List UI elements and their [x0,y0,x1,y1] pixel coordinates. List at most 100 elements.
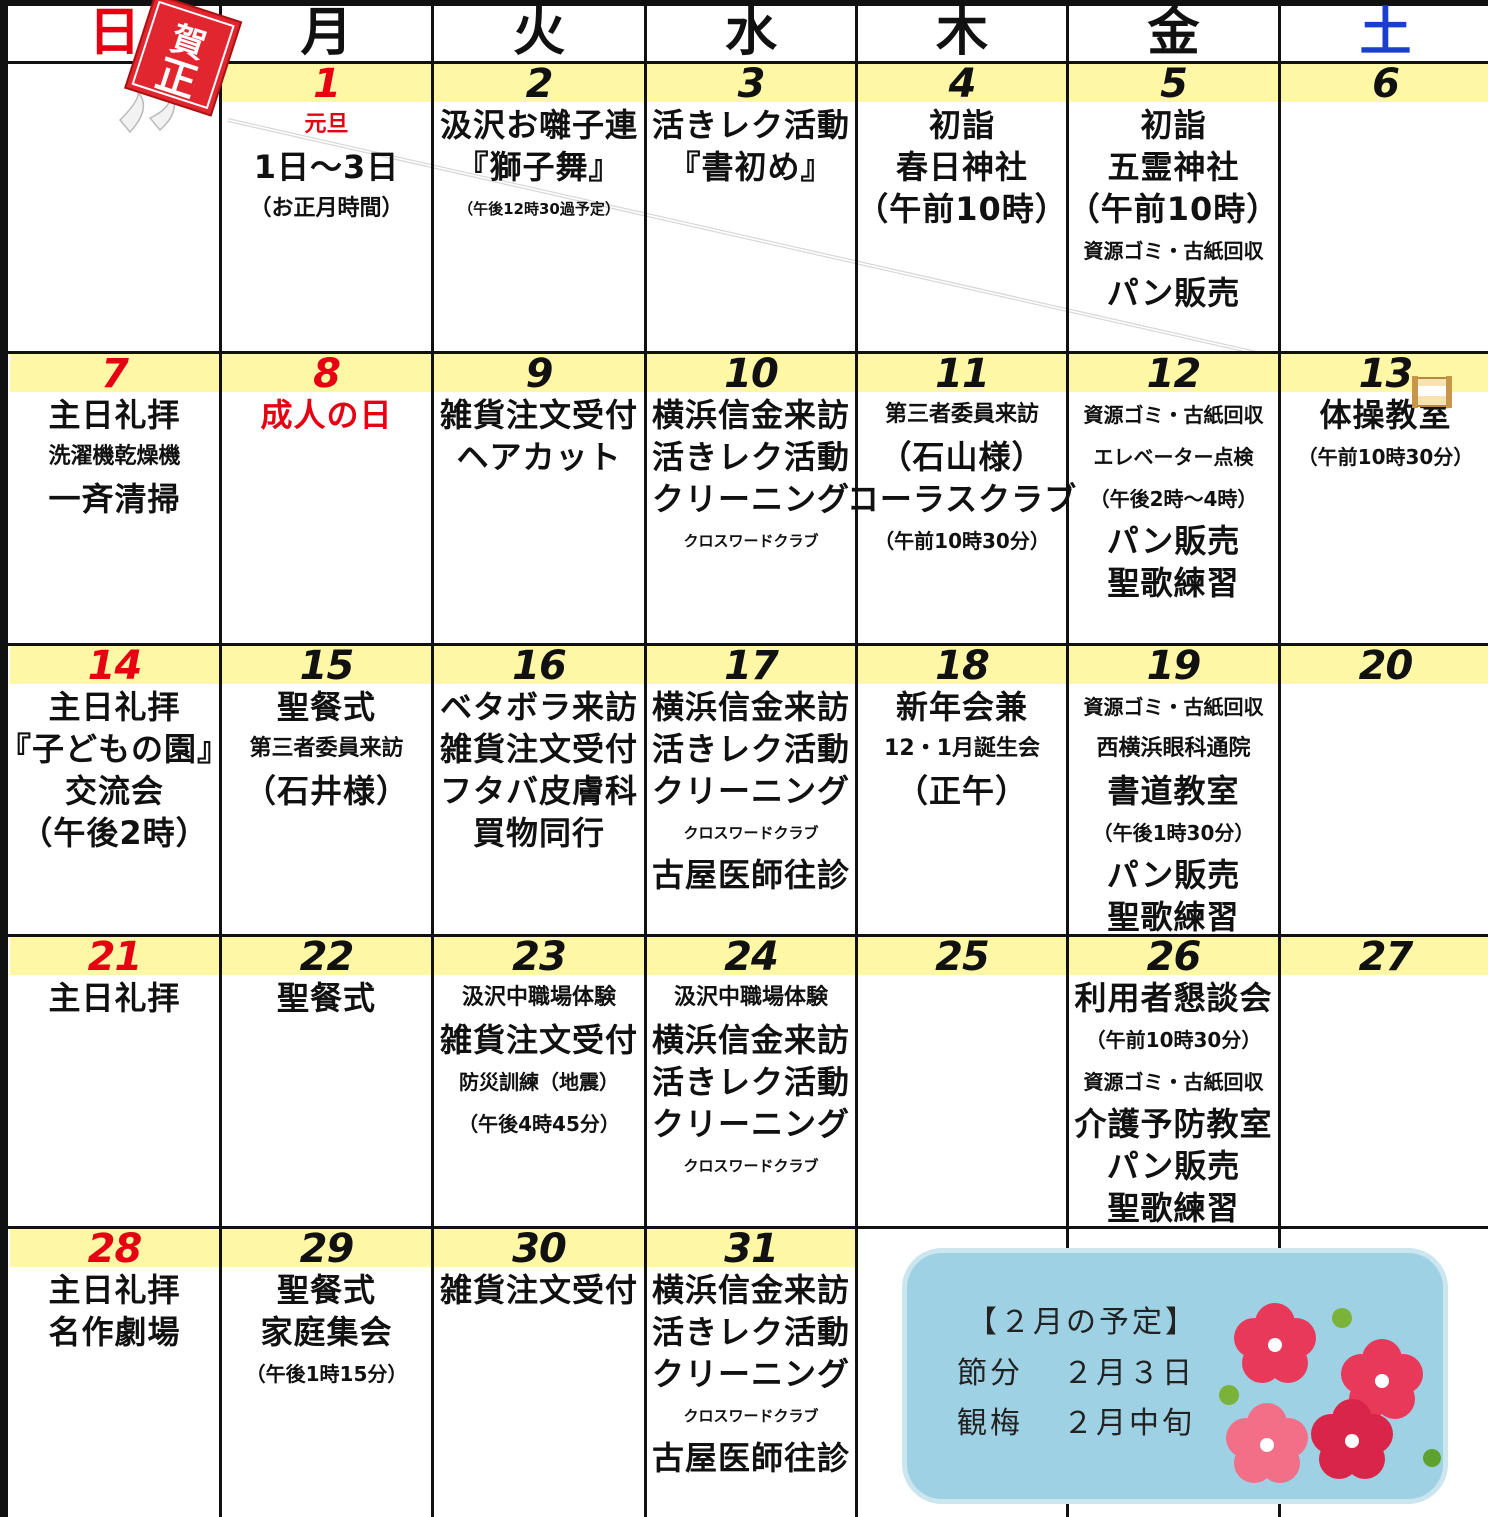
event-item: （お正月時間） [249,196,404,221]
day-band [434,646,644,684]
event-list: 資源ゴミ・古紙回収西横浜眼科通院書道教室（午後1時30分）パン販売聖歌練習 [1069,686,1278,938]
event-item: 第三者委員来訪 [249,736,404,761]
event-item: 古屋医師往診 [651,856,850,894]
event-item: 12・1月誕生会 [884,736,1040,761]
event-list: 活きレク活動『書初め』 [647,104,855,188]
event-item: 春日神社 [895,148,1028,186]
event-item: フタバ皮膚科 [439,772,638,810]
event-item: （石山様） [879,438,1045,476]
day-number: 30 [512,1226,567,1272]
setsubun-label: 節分 [957,1356,1023,1391]
event-item: 元旦 [304,112,349,137]
day-band [434,937,644,975]
event-item: （午後2時） [20,814,209,852]
event-item: 横浜信金来訪 [651,396,850,434]
event-item: 資源ゴミ・古紙回収 [1083,403,1264,427]
day-band [10,1229,219,1267]
event-item: 雑貨注文受付 [439,1271,638,1309]
event-item: 買物同行 [472,814,605,852]
event-item: （午後2時～4時） [1089,487,1258,511]
weekday-header: 日 [88,3,141,63]
event-item: （石井様） [243,772,409,810]
day-cell: 6 [1281,62,1488,351]
event-list: 雑貨注文受付ヘアカット [434,394,644,478]
event-list: ベタボラ来訪雑貨注文受付フタバ皮膚科買物同行 [434,686,644,854]
event-item: 横浜信金来訪 [651,1271,850,1309]
event-list: 横浜信金来訪活きレク活動クリーニングクロスワードクラブ古屋医師往診 [647,1269,855,1479]
event-item: クロスワードクラブ [683,1157,819,1175]
day-number: 26 [1146,934,1202,980]
grid-vline [219,0,222,1517]
event-list: 主日礼拝洗濯機乾燥機一斉清掃 [10,394,219,520]
day-number: 22 [299,934,355,980]
day-band [222,354,431,392]
event-item: 防災訓練（地震） [459,1070,619,1094]
event-item: 『書初め』 [668,148,834,186]
grid-hline [0,351,1488,354]
event-item: クリーニング [651,480,850,518]
event-list: 横浜信金来訪活きレク活動クリーニングクロスワードクラブ古屋医師往診 [647,686,855,896]
day-number: 9 [525,351,554,397]
day-number: 31 [724,1226,779,1272]
weekday-header: 木 [935,3,988,63]
day-band [222,937,431,975]
event-list: 初詣春日神社（午前10時） [856,104,1067,230]
event-item: 家庭集会 [260,1313,393,1351]
day-band [858,354,1066,392]
event-list: 聖餐式家庭集会（午後1時15分） [222,1269,431,1395]
event-item: パン販売 [1106,274,1241,312]
event-item: エレベーター点検 [1093,445,1254,469]
event-item: 横浜信金来訪 [651,1021,850,1059]
day-band [858,937,1066,975]
event-item: コーラスクラブ [846,480,1078,518]
day-band [1069,646,1278,684]
event-item: 雑貨注文受付 [439,396,638,434]
event-item: 資源ゴミ・古紙回収 [1083,695,1264,719]
day-band [647,646,855,684]
weekday-header: 水 [724,3,777,63]
day-band [647,937,855,975]
day-band [10,646,219,684]
event-item: 初詣 [928,106,995,144]
day-band [1069,937,1278,975]
event-item: （正午） [895,772,1028,810]
day-number: 19 [1146,643,1202,689]
day-band [858,646,1066,684]
event-list: 体操教室（午前10時30分） [1281,394,1488,478]
day-band [434,1229,644,1267]
event-item: 活きレク活動 [651,438,850,476]
event-item: 洗濯機乾燥機 [48,444,181,469]
day-number: 4 [948,61,977,107]
day-band [858,64,1066,102]
event-item: 五霊神社 [1107,148,1240,186]
kanbai-date: ２月中旬 [1063,1406,1195,1441]
event-item: 資源ゴミ・古紙回収 [1083,1070,1264,1094]
day-band [1069,64,1278,102]
day-number: 18 [935,643,990,689]
event-item: 汲沢お囃子連 [439,106,638,144]
event-item: パン販売 [1106,1147,1241,1185]
grid-vline [0,0,8,1517]
event-list: 資源ゴミ・古紙回収エレベーター点検（午後2時～4時）パン販売聖歌練習 [1069,394,1278,604]
event-item: 主日礼拝 [48,979,181,1017]
event-item: （午後1時30分） [1092,821,1255,845]
event-item: 聖歌練習 [1107,564,1240,602]
event-item: 新年会兼 [895,688,1028,726]
grid-vline [1278,0,1281,1517]
event-item: 汲沢中職場体験 [673,985,828,1010]
setsubun-date: ２月３日 [1063,1356,1195,1391]
